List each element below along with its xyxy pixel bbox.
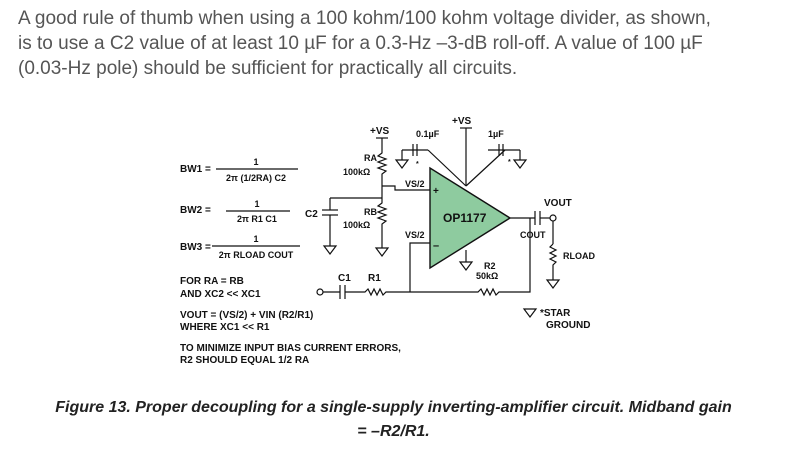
bw3-numerator: 1 [253,234,258,244]
rload-label: RLOAD [563,251,595,261]
bias-note-line-2: R2 SHOULD EQUAL 1/2 RA [180,355,309,366]
bw2-numerator: 1 [254,199,259,209]
ra-resistor [376,148,388,176]
star-ground-line-2: GROUND [546,320,590,331]
intro-paragraph: A good rule of thumb when using a 100 ko… [18,6,778,81]
r1-label: R1 [368,273,381,284]
output-terminal [549,214,557,222]
vs2-top-label: VS/2 [405,179,425,189]
input-terminal [316,288,324,296]
opamp-body [429,166,512,270]
star-mark: * [416,161,419,168]
c2-label: C2 [305,209,318,220]
ground-symbol [512,159,528,169]
ra-label: RA [364,153,377,163]
c1-label: C1 [338,273,351,284]
rb-resistor [376,198,388,228]
cap-1uf-label: 1µF [488,129,504,139]
intro-line-1: A good rule of thumb when using a 100 ko… [18,8,711,29]
r1-resistor [345,287,410,297]
ground-symbol [458,261,474,271]
vs-top-label: +VS [370,126,390,137]
r2-label: R2 [484,261,496,271]
bw3-denominator: 2π RLOAD COUT [219,250,294,260]
opamp-minus: – [433,240,439,252]
bw1-label: BW1 = [180,164,211,175]
vout-label: VOUT [544,198,572,209]
cap-01uf-label: 0.1µF [416,129,440,139]
opamp-label: OP1177 [443,211,487,225]
ra-value: 100kΩ [343,167,370,177]
rload-resistor [548,243,558,280]
star-ground-line-1: *STAR [540,308,571,319]
ground-symbol [394,159,410,169]
rb-label: RB [364,207,377,217]
bw1-denominator: 2π (1/2RA) C2 [226,173,286,183]
rb-value: 100kΩ [343,220,370,230]
intro-line-3: (0.03-Hz pole) should be sufficient for … [18,58,518,79]
ground-symbol [322,245,338,255]
figure-caption: Figure 13. Proper decoupling for a singl… [0,396,787,444]
r2-value: 50kΩ [476,271,498,281]
bw2-denominator: 2π R1 C1 [237,214,277,224]
caption-line-1: Figure 13. Proper decoupling for a singl… [55,399,732,416]
cout-label: COUT [520,230,546,240]
ground-symbol [374,247,390,257]
star-mark: * [508,159,511,166]
cap-01uf-to-opamp-wire [427,149,467,187]
star-ground-symbol [522,308,538,318]
bw3-label: BW3 = [180,242,211,253]
opamp-plus: + [433,186,439,197]
bw1-numerator: 1 [253,157,258,167]
bw2-label: BW2 = [180,205,211,216]
bias-note-line-1: TO MINIMIZE INPUT BIAS CURRENT ERRORS, [180,343,401,354]
vout-where: WHERE XC1 << R1 [180,322,270,333]
vs2-wire-plus [382,185,430,191]
ground-symbol [545,279,561,289]
intro-line-2: is to use a C2 value of at least 10 µF f… [18,33,703,54]
condition-line-1: FOR RA = RB [180,276,244,287]
vs-amp-label: +VS [452,116,472,127]
circuit-figure: BW1 = 1 2π (1/2RA) C2 BW2 = 1 2π R1 C1 B… [0,108,787,378]
condition-line-2: AND XC2 << XC1 [180,289,261,300]
inverting-input-wire [409,242,430,292]
r2-feedback-resistor [410,218,531,297]
vout-equation: VOUT = (VS/2) + VIN (R2/R1) [180,310,313,321]
caption-line-2: = –R2/R1. [357,423,430,440]
circuit-diagram: BW1 = 1 2π (1/2RA) C2 BW2 = 1 2π R1 C1 B… [180,116,595,366]
vs2-bottom-label: VS/2 [405,230,425,240]
